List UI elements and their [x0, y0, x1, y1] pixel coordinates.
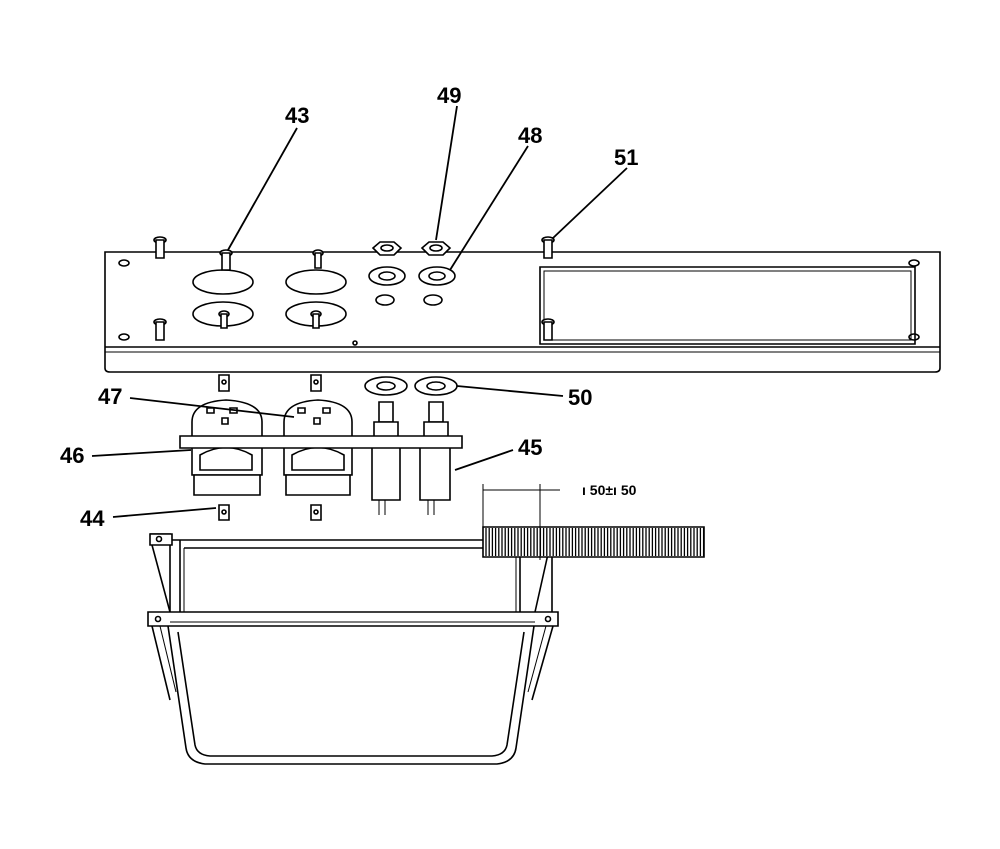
switch-left	[371, 401, 401, 515]
screw-51	[541, 236, 555, 259]
screw-g	[541, 318, 555, 341]
callout-43: 43	[285, 103, 309, 128]
washers-48	[368, 266, 456, 286]
dimension-annotation: ı 50±ı 50	[482, 482, 637, 560]
callout-47: 47	[98, 384, 122, 409]
callout-labels: 43 49 48 51 47 50 46 45 44	[60, 83, 638, 531]
panel-screws	[153, 236, 555, 341]
callout-45: 45	[518, 435, 542, 460]
callout-46: 46	[60, 443, 84, 468]
callout-51: 51	[614, 145, 638, 170]
dimension-label: ı 50±ı 50	[582, 482, 637, 498]
outlet-bottom-tabs	[218, 504, 322, 521]
callout-48: 48	[518, 123, 542, 148]
screw-43-a	[219, 249, 233, 271]
hex-nuts	[371, 241, 452, 256]
outlet-top-tabs	[218, 374, 322, 392]
callout-49: 49	[437, 83, 461, 108]
screw-d	[312, 249, 324, 269]
screw-f	[310, 310, 322, 329]
washers-50	[364, 376, 458, 396]
flex-conduit	[482, 526, 705, 558]
screw-b	[153, 236, 167, 259]
housing-box	[147, 533, 559, 765]
outlet-right	[283, 399, 353, 496]
bracket-bar	[179, 435, 463, 449]
switch-right	[419, 401, 451, 515]
callout-50: 50	[568, 385, 592, 410]
screw-c	[153, 318, 167, 341]
callout-44: 44	[80, 506, 105, 531]
leader-lines	[91, 105, 628, 518]
screw-e	[218, 310, 230, 329]
